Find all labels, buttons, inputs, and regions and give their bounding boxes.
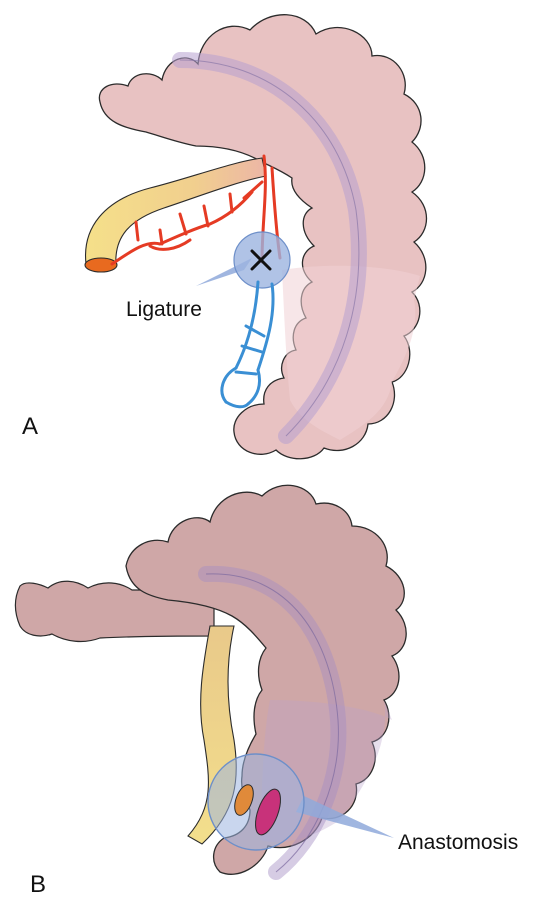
panel-b: Anastomosis B bbox=[16, 485, 519, 898]
anastomosis-callout-circle bbox=[208, 754, 304, 850]
panel-a: Ligature A bbox=[22, 15, 427, 459]
anastomosis-label: Anastomosis bbox=[398, 831, 518, 854]
panel-letter-b: B bbox=[30, 871, 46, 898]
venous-arcades bbox=[222, 282, 273, 407]
ligature-label: Ligature bbox=[126, 298, 202, 321]
panel-letter-a: A bbox=[22, 413, 38, 440]
